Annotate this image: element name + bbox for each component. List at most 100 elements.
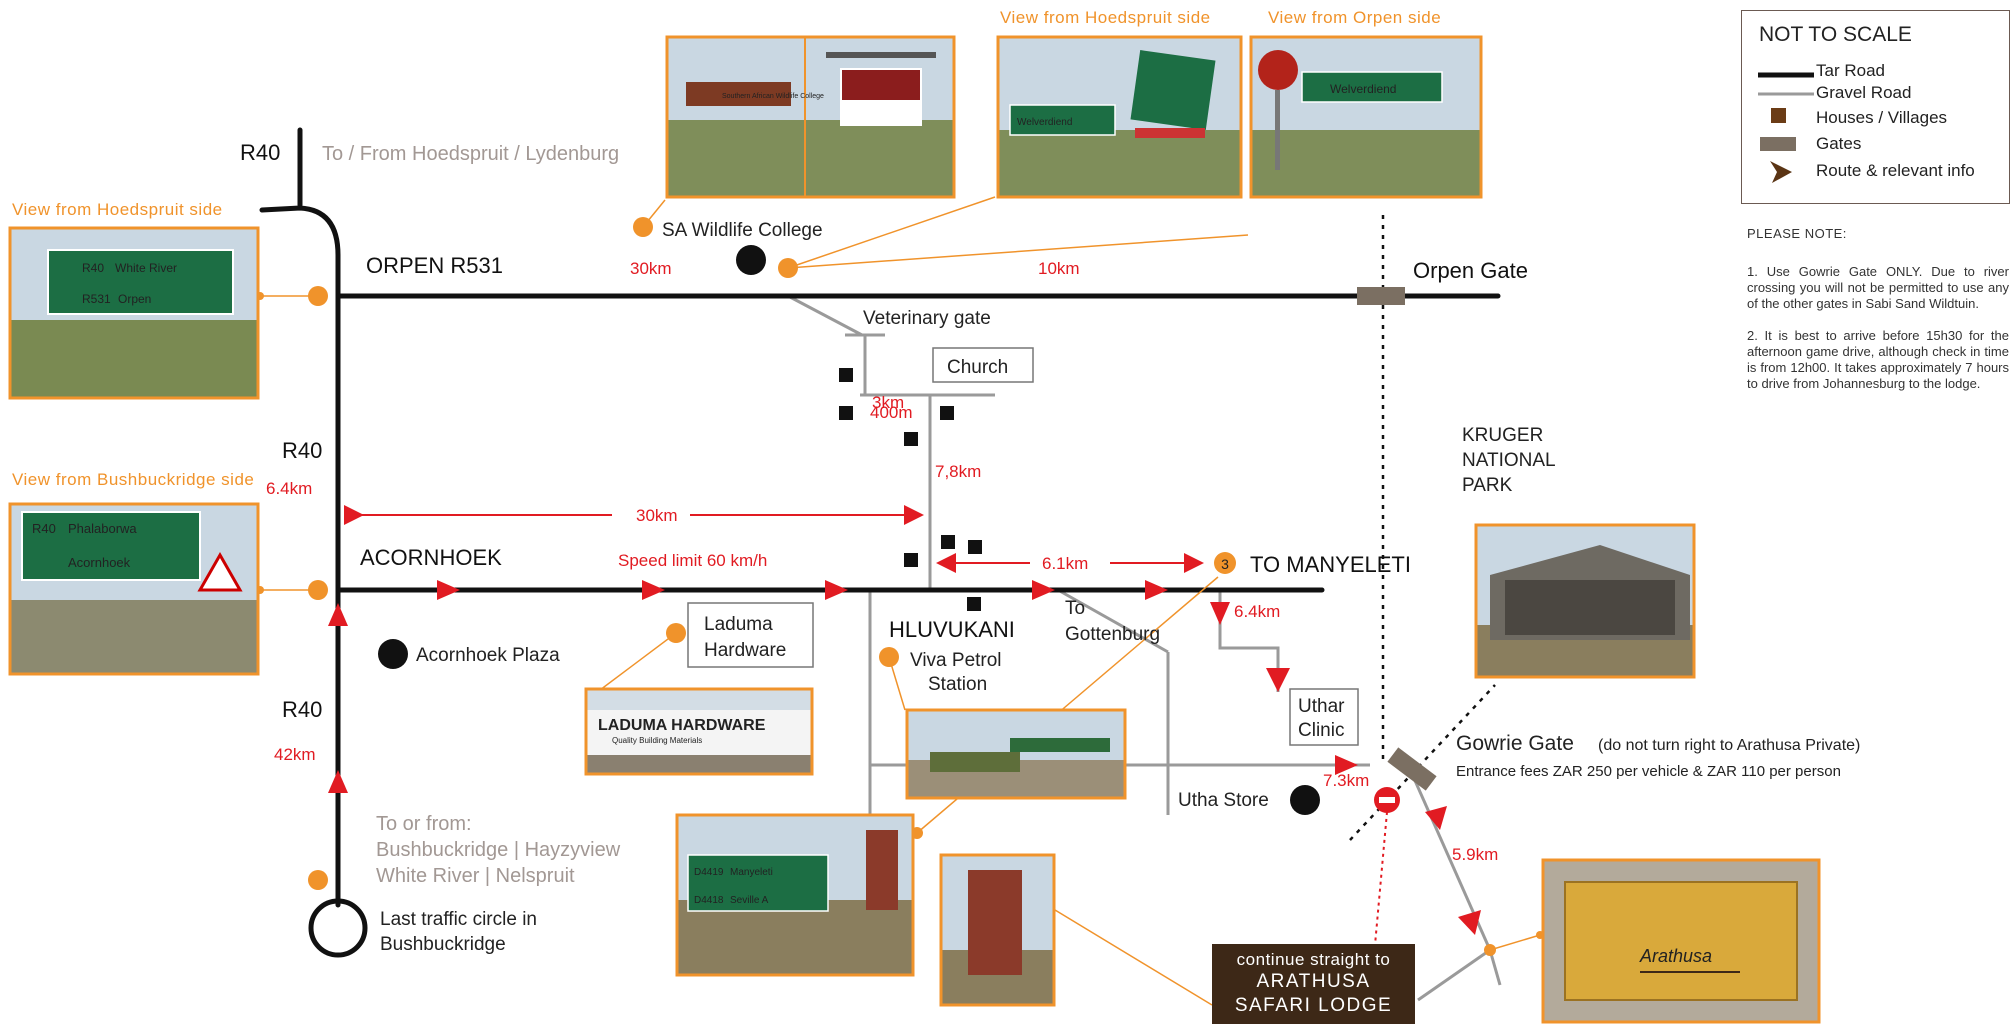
dist-30-mid: 30km xyxy=(636,506,678,525)
photo-orpen: Welverdiend xyxy=(1249,35,1483,199)
dist-42: 42km xyxy=(274,745,316,764)
house-icon xyxy=(904,553,918,567)
traffic-circle-label-1: Last traffic circle in xyxy=(380,909,537,930)
view-hoedspruit-left-label: View from Hoedspruit side xyxy=(12,200,223,219)
no-entry-icon xyxy=(1374,787,1400,813)
marker-3-label: 3 xyxy=(1221,556,1229,572)
note-2: 2. It is best to arrive before 15h30 for… xyxy=(1747,328,2009,391)
gowrie-gate-label: Gowrie Gate xyxy=(1456,732,1574,755)
svg-text:Phalaborwa: Phalaborwa xyxy=(68,521,137,536)
svg-text:Orpen: Orpen xyxy=(118,292,151,306)
houses xyxy=(839,368,982,611)
dist-64-right: 6.4km xyxy=(1234,602,1280,621)
uthar-box xyxy=(1289,688,1359,746)
svg-text:Quality Building Materials: Quality Building Materials xyxy=(612,736,702,745)
route-arrow-icon xyxy=(1210,602,1230,625)
gottenburg-label-1: To xyxy=(1065,598,1085,619)
dist-400: 400m xyxy=(870,403,913,422)
traffic-circle-label-2: Bushbuckridge xyxy=(380,934,506,955)
route-arrow-icon xyxy=(825,580,848,600)
laduma-box xyxy=(687,602,814,668)
svg-text:Welverdiend: Welverdiend xyxy=(1017,117,1072,128)
to-manyeleti-label: TO MANYELETI xyxy=(1250,552,1411,577)
bushbuckridge-dir-3: White River | Nelspruit xyxy=(376,865,575,887)
house-icon xyxy=(941,535,955,549)
orpen-gate-marker xyxy=(1357,287,1405,305)
photo-bushbuckridge: R40 Phalaborwa Acornhoek xyxy=(8,502,260,676)
house-icon xyxy=(1771,108,1786,123)
info-points xyxy=(256,217,1544,956)
svg-text:Arathusa: Arathusa xyxy=(1639,946,1712,966)
svg-text:Southern African Wildlife Coll: Southern African Wildlife College xyxy=(722,93,824,100)
svg-text:Welverdiend: Welverdiend xyxy=(1330,82,1396,96)
orpen-gate-label: Orpen Gate xyxy=(1413,258,1528,283)
viva-label-2: Station xyxy=(928,674,987,695)
legend-gates: Gates xyxy=(1816,134,1862,153)
laduma-label-2: Hardware xyxy=(704,640,786,661)
house-icon xyxy=(839,406,853,420)
photo-hoedspruit-top: Welverdiend xyxy=(996,35,1243,199)
legend-gravel-road: Gravel Road xyxy=(1816,83,1912,102)
gowrie-gate-marker xyxy=(1387,747,1437,791)
route-arrow-icon xyxy=(1770,161,1792,183)
destination-line-2: ARATHUSA xyxy=(1256,971,1371,992)
house-icon xyxy=(968,540,982,554)
dist-30-top: 30km xyxy=(630,259,672,278)
speed-limit: Speed limit 60 km/h xyxy=(618,551,767,570)
kruger-label-1: KRUGER xyxy=(1462,425,1543,446)
utha-store-label: Utha Store xyxy=(1178,790,1269,811)
house-icon xyxy=(967,597,981,611)
view-orpen-label: View from Orpen side xyxy=(1268,8,1441,27)
svg-text:White River: White River xyxy=(115,261,177,275)
gate-icon xyxy=(1760,137,1796,151)
svg-text:R40: R40 xyxy=(82,261,104,275)
dist-61: 6.1km xyxy=(1042,554,1088,573)
route-arrow-icon xyxy=(1032,580,1055,600)
photo-laduma-hardware: LADUMA HARDWARE Quality Building Materia… xyxy=(584,687,814,776)
house-icon xyxy=(904,432,918,446)
photo-viva-station xyxy=(905,708,1127,800)
uthar-label-1: Uthar xyxy=(1298,696,1345,717)
bushbuckridge-dir-1: To or from: xyxy=(376,813,472,835)
route-arrows xyxy=(328,580,1481,935)
uthar-label-2: Clinic xyxy=(1298,720,1344,741)
route-arrow-icon xyxy=(1425,806,1447,830)
tar-road-icon xyxy=(1758,72,1814,78)
notes-heading: PLEASE NOTE: xyxy=(1747,226,1847,241)
destination-line-3: SAFARI LODGE xyxy=(1234,995,1393,1016)
dist-64-left: 6.4km xyxy=(266,479,312,498)
hoedspruit-direction: To / From Hoedspruit / Lydenburg xyxy=(322,143,619,165)
kruger-label-2: NATIONAL xyxy=(1462,450,1556,471)
svg-text:Acornhoek: Acornhoek xyxy=(68,555,131,570)
legend-route: Route & relevant info xyxy=(1816,161,1975,180)
acornhoek-road-label: ACORNHOEK xyxy=(360,545,502,570)
dist-3: 3km xyxy=(872,393,904,412)
legend-tar-road: Tar Road xyxy=(1816,61,1885,80)
church-label: Church xyxy=(947,357,1008,378)
wildlife-college-point xyxy=(736,245,766,275)
acornhoek-plaza-label: Acornhoek Plaza xyxy=(416,645,560,666)
view-hoedspruit-top-label: View from Hoedspruit side xyxy=(1000,8,1211,27)
veterinary-gate-label: Veterinary gate xyxy=(863,308,991,329)
r40-mid-label: R40 xyxy=(282,438,322,463)
route-arrow-icon xyxy=(1145,580,1168,600)
wildlife-college-label: SA Wildlife College xyxy=(662,220,823,241)
utha-store-point xyxy=(1290,785,1320,815)
legend: NOT TO SCALE Tar Road Gravel Road Houses… xyxy=(1741,10,2010,204)
r40-top-label: R40 xyxy=(240,140,280,165)
route-arrow-icon xyxy=(642,580,665,600)
orpen-road-label: ORPEN R531 xyxy=(366,253,503,278)
photo-rules-board xyxy=(939,853,1056,1007)
route-arrow-icon xyxy=(1335,755,1358,775)
photo-hoedspruit-left: R40 White River R531 Orpen xyxy=(8,226,260,400)
svg-text:LADUMA HARDWARE: LADUMA HARDWARE xyxy=(598,717,766,734)
dist-73: 7.3km xyxy=(1323,771,1369,790)
gowrie-note: (do not turn right to Arathusa Private) xyxy=(1598,737,1860,754)
svg-text:Manyeleti: Manyeleti xyxy=(730,867,773,878)
marker-3 xyxy=(1214,552,1236,574)
svg-text:D4418: D4418 xyxy=(694,895,724,906)
gravel-road-icon xyxy=(1758,92,1814,96)
gottenburg-label-2: Gottenburg xyxy=(1065,624,1160,645)
note-1: 1. Use Gowrie Gate ONLY. Due to river cr… xyxy=(1747,264,2009,311)
